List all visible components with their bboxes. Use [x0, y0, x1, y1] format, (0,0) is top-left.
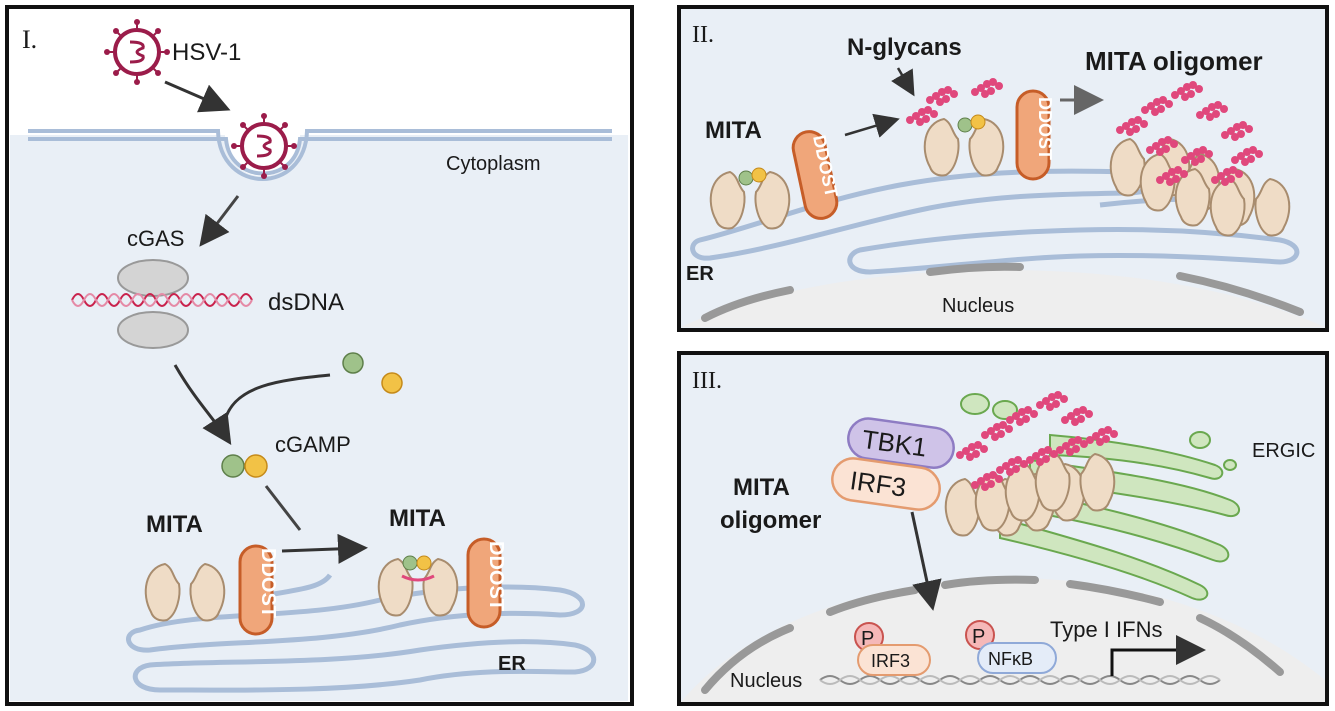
- ddost-right-label: DDOST: [485, 541, 507, 611]
- cytoplasm-label: Cytoplasm: [446, 153, 540, 175]
- panel-2: II. N-glycans MITA oligomer MITA DDOST D…: [677, 5, 1329, 332]
- ddost-left-label: DDOST: [257, 548, 279, 618]
- ddost-label-p2-right: DDOST: [1035, 97, 1055, 160]
- irf3-small-badge: [857, 644, 931, 676]
- dsdna-label: dsDNA: [268, 289, 344, 316]
- mita-oligomer-label-p2: MITA oligomer: [1085, 46, 1263, 76]
- nglycans-label: N-glycans: [847, 34, 962, 61]
- virus-entry-arrow: [164, 80, 231, 113]
- panel-3-numeral: III.: [692, 368, 722, 394]
- hsv1-label: HSV-1: [172, 39, 241, 66]
- cgamp-green-icon-p2: [738, 170, 754, 186]
- hsv1-virus-icon: [102, 17, 172, 87]
- panel-2-numeral: II.: [692, 22, 714, 48]
- tbk1-badge: [847, 417, 955, 469]
- cgamp-yellow-icon-p2: [751, 167, 767, 183]
- cgas-top-subunit: [117, 259, 189, 297]
- dna-release-arrow: [199, 195, 240, 247]
- activation-arrow: [281, 533, 368, 564]
- cgas-label: cGAS: [127, 226, 184, 251]
- mita-label-p2: MITA: [705, 117, 762, 144]
- cgamp-to-mita-arrow: [264, 485, 302, 531]
- mita-oligomer-line1: MITA: [733, 474, 790, 501]
- nucleus-label-p2: Nucleus: [942, 295, 1014, 317]
- panel-3: III. ERGIC TBK1 IRF3 MITA oligomer: [677, 351, 1329, 706]
- panel-1-numeral: I.: [22, 25, 37, 54]
- bound-cgamp-yellow-icon: [416, 555, 432, 571]
- cgamp-synthesis-arrow: [173, 364, 232, 446]
- nglycans-pointer-arrow: [891, 67, 915, 97]
- phospho-nfkb-p: P: [972, 626, 985, 648]
- er-label-p1: ER: [498, 653, 526, 675]
- cgamp-label: cGAMP: [275, 432, 351, 457]
- mita-oligomer-line2: oligomer: [720, 507, 821, 534]
- nfkb-badge: [977, 642, 1057, 674]
- type1-ifns-label: Type I IFNs: [1050, 617, 1162, 642]
- nuclear-envelope-p2: [701, 262, 1304, 322]
- transcription-arrow: [1110, 635, 1206, 676]
- nuclear-translocation-arrow: [910, 511, 942, 611]
- cgamp-green-icon-p2b: [957, 117, 973, 133]
- cgamp-green-icon: [221, 454, 245, 478]
- dsdna-strand-2: [71, 293, 253, 307]
- bound-glycan-mark: [401, 574, 435, 582]
- bound-cgamp-green-icon: [402, 555, 418, 571]
- er-label-p2: ER: [686, 263, 714, 285]
- dsdna-strand-1: [71, 293, 253, 307]
- irf3-badge: [831, 457, 941, 511]
- mita-left-label: MITA: [146, 511, 203, 538]
- nfkb-label: NFκB: [988, 649, 1033, 669]
- irf3-small-label: IRF3: [871, 651, 910, 671]
- ergic-label: ERGIC: [1252, 440, 1315, 462]
- glycosylation-arrow: [844, 113, 900, 138]
- cgas-bottom-subunit: [117, 311, 189, 349]
- gmp-icon: [342, 352, 364, 374]
- plasma-membrane-outer: [28, 129, 612, 181]
- endocytosed-virus-icon: [229, 111, 299, 181]
- nucleotide-input-arrow: [223, 373, 331, 421]
- nucleus-region-p2: [681, 270, 1325, 327]
- cgamp-yellow-icon: [244, 454, 268, 478]
- mita-right-label: MITA: [389, 505, 446, 532]
- panel-1: I. HSV-1 Cytoplasm cGAS dsDNA cGAMP MITA…: [5, 5, 634, 706]
- ddost-icon-p2-right: DDOST: [1015, 89, 1055, 181]
- cgamp-yellow-icon-p2b: [970, 114, 986, 130]
- amp-icon: [381, 372, 403, 394]
- nucleus-label-p3: Nucleus: [730, 670, 802, 692]
- genomic-dna-strand-2: [819, 675, 1221, 685]
- nuclear-envelope-p3: [701, 575, 1284, 694]
